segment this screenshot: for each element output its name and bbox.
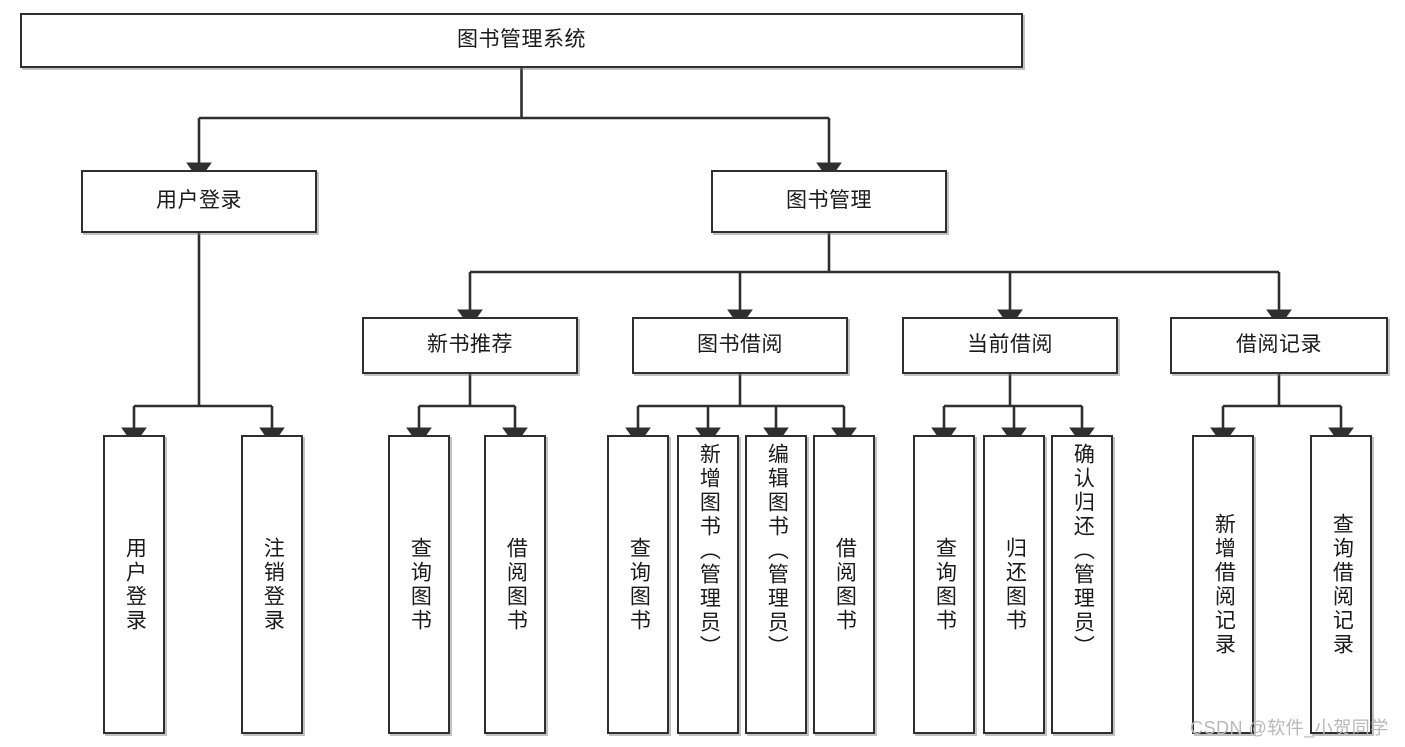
node-borrow_record[interactable]: 借阅记录 — [1170, 317, 1388, 374]
node-label-leaf_query_book_1: 查询图书 — [408, 536, 432, 633]
node-label-leaf_confirm_ret: 确认归还（管理员） — [1071, 443, 1095, 659]
node-label-leaf_query_book_2: 查询图书 — [627, 536, 651, 633]
node-label-leaf_add_record: 新增借阅记录 — [1212, 512, 1236, 657]
node-label-leaf_borrow_book_2: 借阅图书 — [833, 536, 857, 633]
node-leaf_borrow_book_2[interactable]: 借阅图书 — [813, 435, 875, 734]
node-leaf_logout[interactable]: 注销登录 — [241, 435, 303, 734]
node-leaf_query_book_1[interactable]: 查询图书 — [388, 435, 450, 734]
node-leaf_query_book_3[interactable]: 查询图书 — [913, 435, 975, 734]
node-leaf_user_login[interactable]: 用户登录 — [103, 435, 165, 734]
node-label-book_borrow: 图书借阅 — [697, 333, 783, 357]
node-label-leaf_edit_book: 编辑图书（管理员） — [765, 443, 789, 659]
node-label-book_manage: 图书管理 — [786, 189, 872, 213]
node-book_manage[interactable]: 图书管理 — [711, 170, 947, 233]
node-leaf_query_book_2[interactable]: 查询图书 — [607, 435, 669, 734]
connector-lines — [121, 68, 1354, 446]
node-leaf_borrow_book_1[interactable]: 借阅图书 — [484, 435, 546, 734]
csdn-watermark: CSDN @软件_小贺同学 — [1190, 718, 1389, 738]
node-label-leaf_borrow_book_1: 借阅图书 — [504, 536, 528, 633]
node-leaf_return_book[interactable]: 归还图书 — [983, 435, 1045, 734]
node-leaf_query_record[interactable]: 查询借阅记录 — [1310, 435, 1372, 734]
node-label-leaf_user_login: 用户登录 — [123, 536, 147, 633]
node-label-root: 图书管理系统 — [457, 28, 586, 52]
node-label-borrow_record: 借阅记录 — [1236, 333, 1322, 357]
node-label-leaf_query_book_3: 查询图书 — [933, 536, 957, 633]
node-leaf_add_book[interactable]: 新增图书（管理员） — [677, 435, 739, 734]
node-new_book_rec[interactable]: 新书推荐 — [362, 317, 578, 374]
node-book_borrow[interactable]: 图书借阅 — [632, 317, 848, 374]
node-leaf_confirm_ret[interactable]: 确认归还（管理员） — [1051, 435, 1113, 734]
node-label-leaf_return_book: 归还图书 — [1003, 536, 1027, 633]
node-label-new_book_rec: 新书推荐 — [427, 333, 513, 357]
node-label-leaf_logout: 注销登录 — [261, 536, 285, 633]
node-current_borrow[interactable]: 当前借阅 — [902, 317, 1118, 374]
node-label-leaf_add_book: 新增图书（管理员） — [697, 443, 721, 659]
node-leaf_add_record[interactable]: 新增借阅记录 — [1192, 435, 1254, 734]
node-label-user_login: 用户登录 — [156, 189, 242, 213]
node-leaf_edit_book[interactable]: 编辑图书（管理员） — [745, 435, 807, 734]
node-root[interactable]: 图书管理系统 — [20, 13, 1023, 68]
node-label-leaf_query_record: 查询借阅记录 — [1330, 512, 1354, 657]
node-label-current_borrow: 当前借阅 — [967, 333, 1053, 357]
node-user_login[interactable]: 用户登录 — [81, 170, 317, 233]
